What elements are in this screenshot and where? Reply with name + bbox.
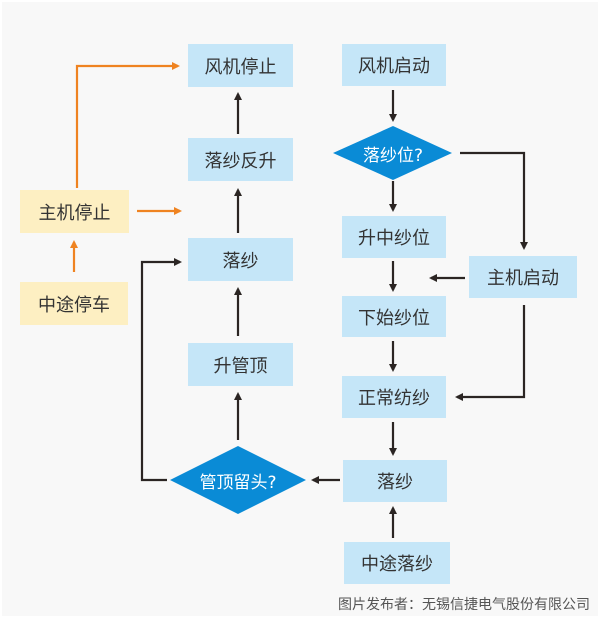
- node-doff-right: 落纱: [343, 460, 447, 502]
- node-fan-stop: 风机停止: [188, 44, 293, 87]
- arrow-decision-loop-to-doff: [140, 258, 182, 482]
- image-caption: 图片发布者：无锡信捷电气股份有限公司: [338, 597, 590, 613]
- node-main-stop: 主机停止: [20, 190, 129, 233]
- decision-diamond-tube-top: [170, 446, 306, 514]
- node-doff-left: 落纱: [188, 238, 293, 281]
- node-lift-mid-position: 升中纱位: [342, 216, 446, 258]
- node-lower-start-position: 下始纱位: [342, 296, 446, 337]
- decision-diamond-doff-position: [333, 126, 452, 180]
- arrow-main-start-to-normal: [455, 305, 526, 401]
- node-doff-reverse-lift: 落纱反升: [188, 138, 293, 181]
- node-normal-spinning: 正常纺纱: [342, 376, 446, 418]
- node-lift-tube-top: 升管顶: [188, 343, 293, 386]
- node-fan-start: 风机启动: [342, 44, 446, 86]
- node-midway-doff: 中途落纱: [344, 542, 450, 584]
- decision-label-tube-top: 管顶留头?: [199, 472, 277, 493]
- arrow-doff-position-no-to-main-start: [460, 151, 528, 250]
- node-main-start: 主机启动: [469, 256, 577, 298]
- node-midway-stop: 中途停车: [20, 282, 128, 325]
- arrow-main-stop-to-fan-stop: [75, 62, 180, 188]
- decision-label-doff-position: 落纱位?: [362, 145, 424, 166]
